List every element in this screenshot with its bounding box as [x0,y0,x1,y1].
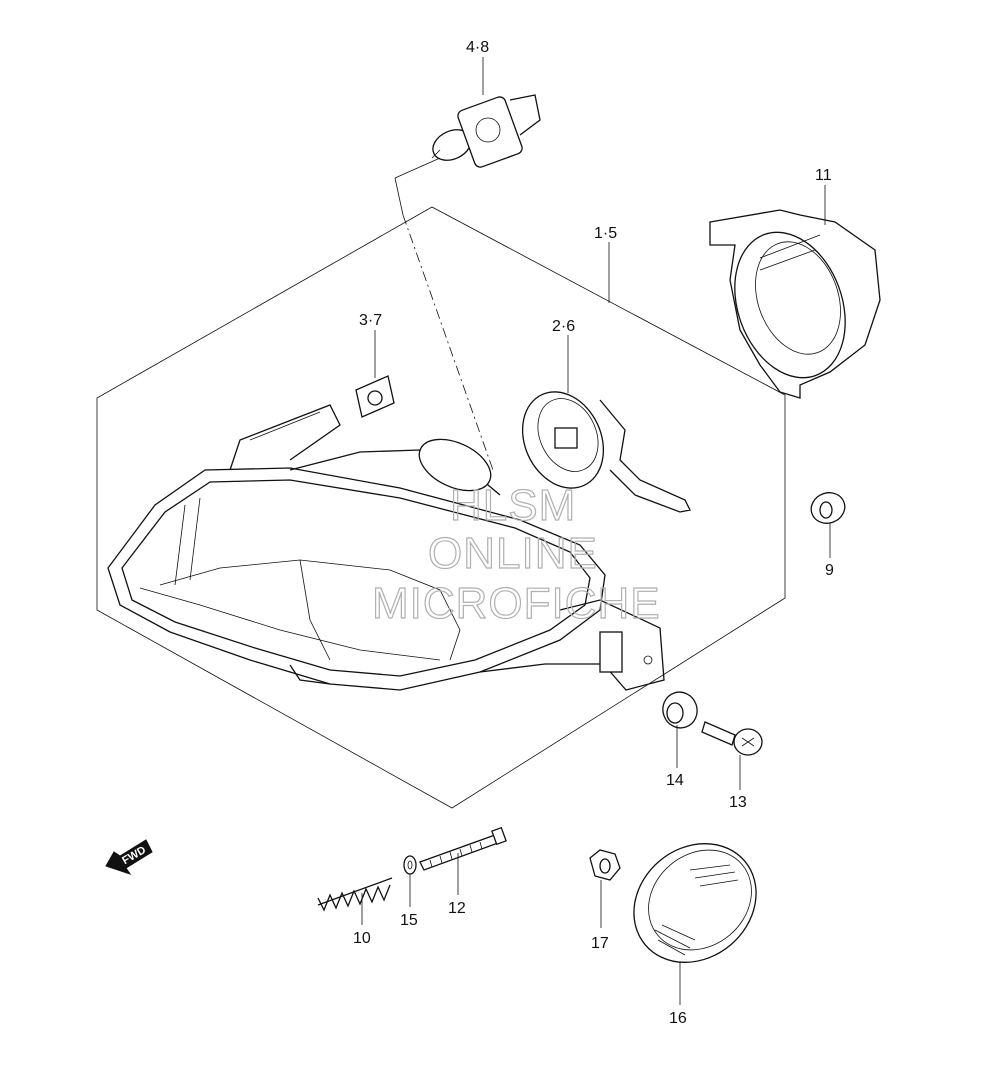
part-label-3-7: 3·7 [359,312,382,329]
adjuster-screw[interactable] [419,826,507,871]
part-label-15: 15 [400,912,418,929]
grommet-14[interactable] [658,687,702,732]
part-label-2-6: 2·6 [552,318,575,335]
part-label-12: 12 [448,900,466,917]
watermark-line-1: HLSM [450,481,576,530]
nut-17[interactable] [589,849,621,881]
part-label-14: 14 [666,772,684,789]
side-reflector[interactable] [610,819,780,987]
headlamp-housing[interactable] [107,404,665,691]
headlamp-bulb[interactable] [428,94,541,169]
bulb-socket[interactable] [507,379,691,513]
watermark-line-3: MICROFICHE [372,579,661,628]
part-label-9: 9 [825,562,834,579]
bulb-leader-dashed [394,157,441,179]
part-label-11: 11 [815,167,832,184]
part-label-4-8: 4·8 [466,39,489,56]
part-label-16: 16 [669,1010,687,1027]
watermark-line-2: ONLINE [428,529,598,578]
part-label-13: 13 [729,794,747,811]
grommet-9[interactable] [807,488,849,528]
washer-15[interactable] [403,855,417,875]
part-label-17: 17 [591,935,609,952]
adjuster-spring[interactable] [317,877,393,912]
fwd-arrow-icon: FWD [105,839,153,875]
bulb-axis-dashed [402,214,494,471]
fwd-label: FWD [120,844,148,867]
assembly-boundary [96,206,786,809]
part-label-10: 10 [353,930,371,947]
screw-13[interactable] [701,721,763,756]
socket-cover[interactable] [709,209,881,399]
bulb-leader-line [394,177,404,216]
nut-clip[interactable] [355,375,395,418]
part-label-1-5: 1·5 [594,225,617,242]
